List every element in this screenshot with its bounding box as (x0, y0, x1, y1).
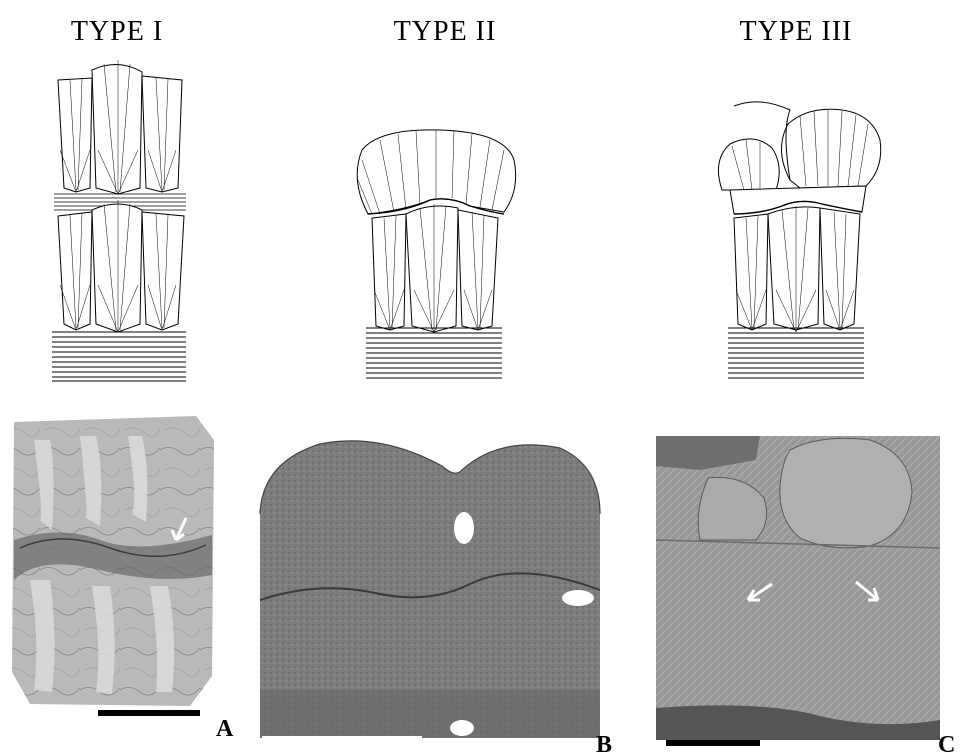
type-2-drawing (357, 130, 515, 378)
photo-b: B (260, 441, 612, 754)
type-2-basal-band (366, 328, 502, 378)
type-1-basal-band (52, 332, 186, 381)
panel-label-b: B (596, 732, 612, 754)
panel-label-a: A (216, 716, 234, 742)
type-1-upper-right-cone (142, 76, 182, 192)
type-3-drawing (718, 102, 880, 378)
scale-bar-a (98, 710, 200, 716)
type-3-basal-band (728, 328, 864, 378)
type-2-cap (357, 130, 515, 214)
type-1-upper-center-cone (92, 64, 142, 194)
scale-bar-b (262, 736, 422, 742)
type-1-drawing (52, 60, 186, 381)
type-3-title: TYPE III (740, 16, 853, 47)
type-1-lower-right-cone (142, 212, 184, 330)
type-3-cone-right (820, 208, 860, 330)
type-1-title: TYPE I (71, 16, 163, 47)
type-2-cone-center (406, 206, 458, 332)
scale-bar-c (666, 740, 760, 746)
type-3-cone-center (768, 207, 820, 330)
type-2-title: TYPE II (394, 16, 497, 47)
panel-label-c: C (938, 732, 955, 754)
type-1-lower-center-cone (92, 204, 142, 332)
photo-c: C (656, 436, 955, 754)
photo-a: A (12, 416, 234, 742)
type-3-large-right-cap (781, 109, 880, 188)
type-2-cone-right (458, 210, 498, 330)
